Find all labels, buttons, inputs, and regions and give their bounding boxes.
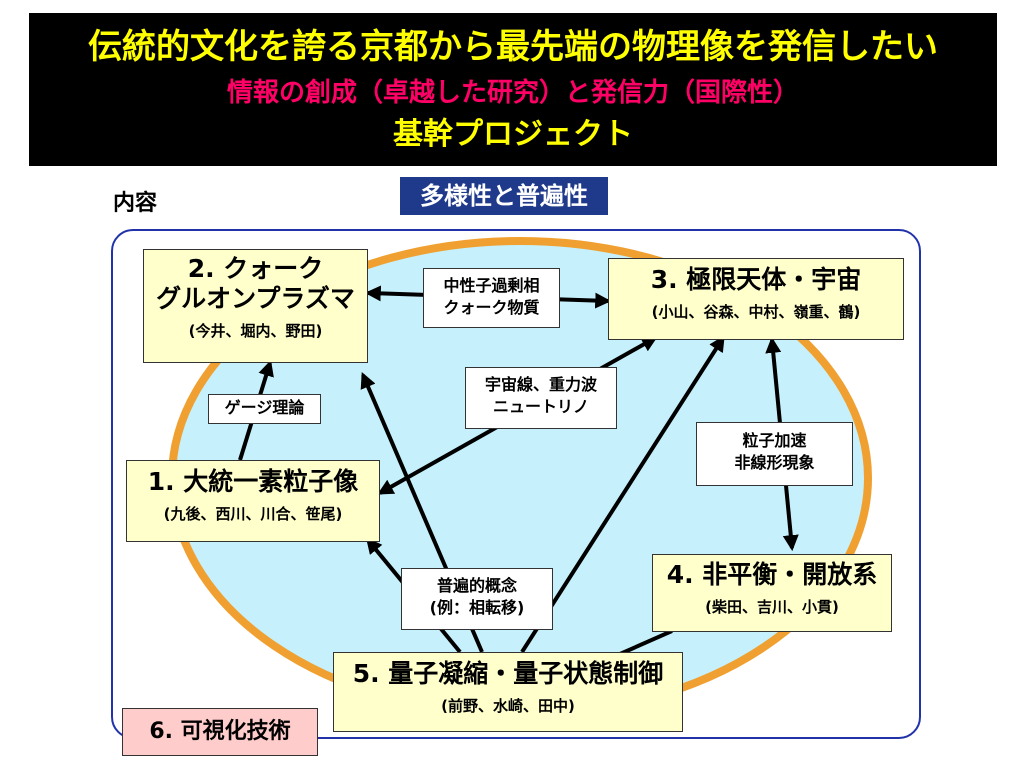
node-quantum-condensation: 5. 量子凝縮・量子状態制御 (前野、水崎、田中): [333, 652, 683, 732]
node-quark-gluon-plasma: 2. クォーク グルオンプラズマ (今井、堀内、野田): [143, 249, 368, 363]
title-line-3: 基幹プロジェクト: [393, 117, 633, 152]
node-quantum-title: 5. 量子凝縮・量子状態制御: [352, 659, 664, 688]
node-non-equilibrium: 4. 非平衡・開放系 (柴田、吉川、小貫): [652, 554, 892, 632]
title-line-1: 伝統的文化を誇る京都から最先端の物理像を発信したい: [88, 27, 938, 67]
arrow-quantum-extreme: [520, 335, 725, 654]
label-gauge-theory: ゲージ理論: [208, 394, 321, 424]
node-grand-unified: 1. 大統一素粒子像 (九後、西川、川合、笹尾): [126, 460, 380, 542]
label-universal-concept: 普遍的概念 (例：相転移): [401, 568, 553, 630]
title-line-2: 情報の創成（卓越した研究）と発信力（国際性）: [226, 78, 799, 108]
label-universal-line2: (例：相転移): [429, 598, 525, 617]
node-extreme-members: (小山、谷森、中村、嶺重、鶴): [651, 303, 861, 321]
title-banner: 伝統的文化を誇る京都から最先端の物理像を発信したい 情報の創成（卓越した研究）と…: [29, 13, 997, 166]
label-accel-line1: 粒子加速: [742, 431, 807, 450]
node-qgp-members: (今井、堀内、野田): [188, 322, 323, 340]
label-neutron-line2: クォーク物質: [443, 298, 540, 317]
node-unified-title: 1. 大統一素粒子像: [147, 467, 359, 496]
diversity-universality-banner: 多様性と普遍性: [400, 177, 608, 215]
node-noneq-title: 4. 非平衡・開放系: [666, 560, 878, 589]
node-extreme-title: 3. 極限天体・宇宙: [650, 265, 862, 294]
line-quantum-noneq: [619, 629, 673, 656]
label-cosmic-line2: ニュートリノ: [492, 397, 589, 416]
label-accel-line2: 非線形現象: [734, 453, 815, 472]
label-gauge-line1: ゲージ理論: [224, 398, 305, 417]
content-label: 内容: [113, 191, 158, 216]
node-quantum-members: (前野、水崎、田中): [441, 697, 575, 715]
node-qgp-title-2: グルオンプラズマ: [156, 284, 355, 313]
node-unified-members: (九後、西川、川合、笹尾): [163, 505, 343, 523]
node-noneq-members: (柴田、吉川、小貫): [705, 598, 839, 616]
label-particle-accel: 粒子加速 非線形現象: [696, 422, 853, 486]
node-extreme-astro-cosmos: 3. 極限天体・宇宙 (小山、谷森、中村、嶺重、鶴): [608, 258, 904, 340]
diagram-frame: [111, 229, 921, 739]
label-cosmic-line1: 宇宙線、重力波: [484, 375, 597, 394]
label-cosmic-rays: 宇宙線、重力波 ニュートリノ: [465, 367, 617, 429]
label-neutron-rich: 中性子過剰相 クォーク物質: [423, 268, 560, 328]
node-qgp-title-1: 2. クォーク: [187, 254, 324, 283]
node-visualization-tech: 6. 可視化技術: [122, 708, 318, 756]
label-universal-line1: 普遍的概念: [436, 576, 517, 595]
label-neutron-line1: 中性子過剰相: [443, 276, 540, 295]
